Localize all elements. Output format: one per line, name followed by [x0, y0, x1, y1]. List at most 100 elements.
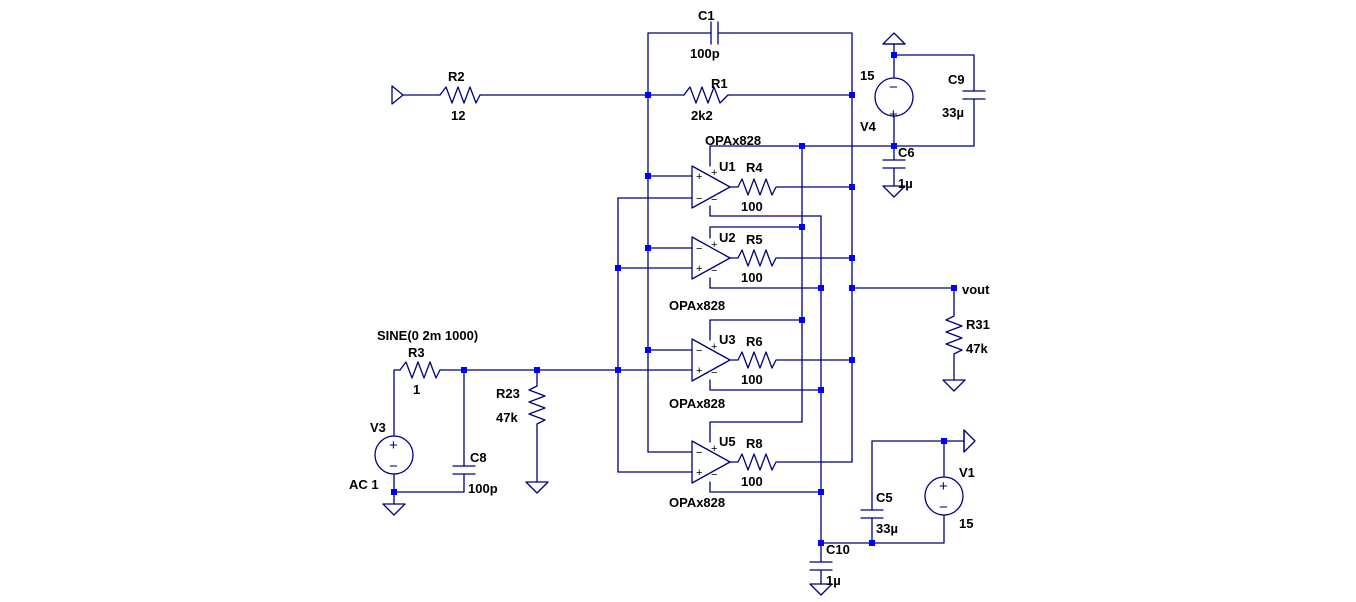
c5-value: 33µ: [876, 521, 898, 536]
resistor-r3[interactable]: [399, 361, 441, 379]
junction-dot-icon: [818, 540, 824, 546]
u3-ref: U3: [719, 332, 736, 347]
junction-dot-icon: [849, 255, 855, 261]
junction-dot-icon: [534, 367, 540, 373]
r23-ref: R23: [496, 386, 520, 401]
resistor-r6[interactable]: [729, 351, 853, 369]
junction-dot-icon: [461, 367, 467, 373]
r2-ref: R2: [448, 69, 465, 84]
r6-ref: R6: [746, 334, 763, 349]
capacitor-c8[interactable]: [452, 465, 476, 475]
junction-dot-icon: [645, 347, 651, 353]
wire-v1-supply: [820, 440, 965, 585]
junction-dot-icon: [818, 387, 824, 393]
wire-input: [393, 369, 619, 505]
capacitor-c6[interactable]: [882, 159, 906, 169]
junction-dot-icon: [645, 245, 651, 251]
component-labels: C1 100p R2 12 R1 2k2 15 V4 C9 33µ C6 1µ …: [349, 8, 990, 588]
ground-icon: [525, 481, 549, 494]
v1-value: 15: [959, 516, 973, 531]
wire-positive-rail: [709, 145, 975, 443]
v4-value: 15: [860, 68, 874, 83]
wire-noninverting-bus: [617, 197, 693, 473]
v3-minus-mark: −: [389, 458, 398, 475]
u1-plus-pin: +: [696, 171, 702, 183]
u5-model: OPAx828: [669, 495, 725, 510]
r8-ref: R8: [746, 436, 763, 451]
r23-value: 47k: [496, 410, 518, 425]
u1-vminus-pin: −: [711, 194, 717, 206]
ground-icon: [809, 583, 833, 596]
c10-ref: C10: [826, 542, 850, 557]
opamp-u2[interactable]: [691, 236, 731, 280]
u2-model: OPAx828: [669, 298, 725, 313]
junction-dot-icon: [391, 489, 397, 495]
opamp-u3[interactable]: [691, 338, 731, 382]
junction-dot-icon: [799, 224, 805, 230]
r3-value: 1: [413, 382, 420, 397]
capacitor-c9[interactable]: [962, 90, 986, 100]
voltage-source-icon[interactable]: [874, 77, 914, 117]
c6-ref: C6: [898, 145, 915, 160]
wire-v4-supply: [893, 44, 975, 187]
resistor-r23[interactable]: [528, 385, 546, 431]
junction-dot-icon: [951, 285, 957, 291]
resistor-r2[interactable]: [439, 86, 481, 104]
capacitor-c1[interactable]: [695, 21, 734, 45]
junction-dot-icon: [799, 317, 805, 323]
r6-value: 100: [741, 372, 763, 387]
v3-plus-mark: +: [389, 437, 398, 454]
voltage-source-icon[interactable]: [374, 435, 414, 475]
v4-minus-mark: −: [889, 79, 898, 96]
u1-model: OPAx828: [705, 133, 761, 148]
v3-value: AC 1: [349, 477, 379, 492]
resistor-r5[interactable]: [729, 249, 853, 267]
c6-value: 1µ: [898, 176, 913, 191]
u2-vplus-pin: +: [711, 239, 717, 251]
u1-minus-pin: −: [696, 193, 702, 205]
junction-dot-icon: [849, 92, 855, 98]
ground-icon: [391, 85, 404, 105]
power-flag-icon: [882, 32, 906, 45]
u3-model: OPAx828: [669, 396, 725, 411]
junction-dot-icon: [615, 265, 621, 271]
ground-icon: [942, 379, 966, 392]
junction-dot-icon: [941, 438, 947, 444]
wire-output-bus: [851, 94, 955, 463]
c8-value: 100p: [468, 481, 498, 496]
junction-dot-icon: [869, 540, 875, 546]
v1-ref: V1: [959, 465, 975, 480]
u5-ref: U5: [719, 434, 736, 449]
c10-value: 1µ: [826, 573, 841, 588]
resistor-r4[interactable]: [729, 178, 853, 196]
u3-vminus-pin: −: [711, 367, 717, 379]
r2-value: 12: [451, 108, 465, 123]
u2-vminus-pin: −: [711, 265, 717, 277]
junction-dot-icon: [849, 184, 855, 190]
r1-value: 2k2: [691, 108, 713, 123]
polarity-marks: + − + − + − + − + − − + + − − + + − − + …: [389, 79, 948, 516]
c5-ref: C5: [876, 490, 893, 505]
r31-ref: R31: [966, 317, 990, 332]
ground-icon: [882, 185, 906, 198]
c9-value: 33µ: [942, 105, 964, 120]
resistor-r1[interactable]: [683, 86, 729, 104]
c1-value: 100p: [690, 46, 720, 61]
resistor-r8[interactable]: [729, 453, 853, 471]
junction-dot-icon: [891, 143, 897, 149]
r1-ref: R1: [711, 76, 728, 91]
u3-plus-pin: +: [696, 365, 702, 377]
capacitor-c10[interactable]: [809, 561, 833, 571]
opamp-u5[interactable]: [691, 440, 731, 484]
resistor-r31[interactable]: [945, 287, 963, 381]
wire-negative-rail: [709, 205, 822, 544]
u1-ref: U1: [719, 159, 736, 174]
capacitor-c5[interactable]: [860, 509, 884, 519]
voltage-source-icon[interactable]: [924, 476, 964, 516]
opamp-u1[interactable]: [691, 165, 731, 209]
c9-ref: C9: [948, 72, 965, 87]
v4-ref: V4: [860, 119, 877, 134]
wire-inverting-bus: [647, 94, 693, 453]
net-label-vout[interactable]: vout: [962, 282, 990, 297]
